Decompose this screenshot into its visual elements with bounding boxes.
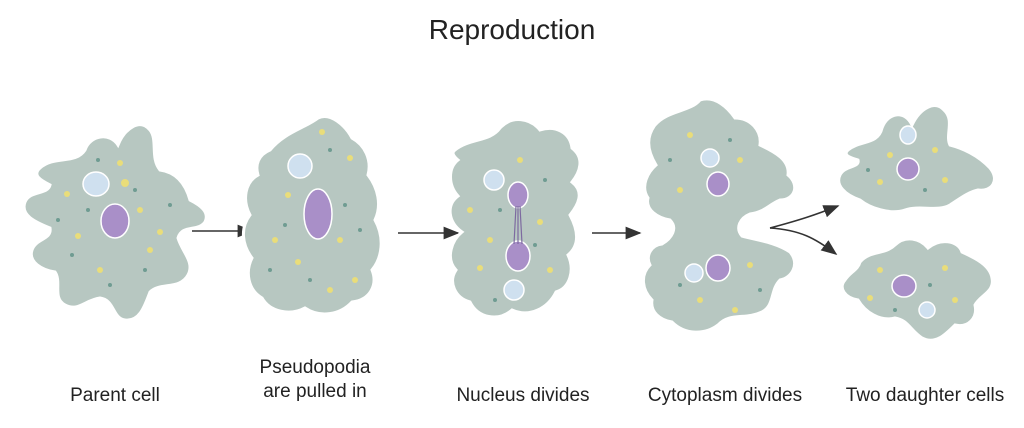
contractile-vacuole-icon xyxy=(918,301,936,319)
contractile-vacuole-icon xyxy=(287,153,313,179)
contractile-vacuole-icon xyxy=(700,148,720,168)
contractile-vacuole-icon xyxy=(503,279,525,301)
contractile-vacuole-icon xyxy=(899,125,917,145)
stage-label-nucleus-divides: Nucleus divides xyxy=(456,385,590,406)
contractile-vacuole-icon xyxy=(483,169,505,191)
dividing-nucleus-cell xyxy=(448,118,582,319)
dividing-cytoplasm-cell xyxy=(642,97,797,334)
stage-label-cytoplasm-divides: Cytoplasm divides xyxy=(647,385,803,406)
contractile-vacuole-icon xyxy=(684,263,704,283)
nucleus-icon xyxy=(705,254,731,282)
nucleus-icon xyxy=(706,171,730,197)
nucleus-icon xyxy=(891,274,917,298)
rounding-cell xyxy=(242,115,383,316)
stage-label-daughter-cells: Two daughter cells xyxy=(845,385,1005,406)
arrow-4-upper xyxy=(769,205,840,229)
contractile-vacuole-icon xyxy=(82,171,110,197)
nucleus-icon xyxy=(100,203,130,239)
nucleus-icon xyxy=(303,188,333,240)
daughter-cell-lower xyxy=(840,237,994,342)
daughter-cell-upper xyxy=(837,104,996,214)
diagram-title: Reproduction xyxy=(428,14,596,45)
stage-label-pseudopodia: Pseudopodia are pulled in xyxy=(259,357,371,402)
arrow-4-lower xyxy=(769,227,838,255)
nucleus-icon xyxy=(507,181,529,209)
parent-cell xyxy=(22,123,208,322)
stage-label-parent-cell: Parent cell xyxy=(70,385,160,406)
nucleus-icon xyxy=(896,157,920,181)
nucleus-icon xyxy=(505,240,531,272)
